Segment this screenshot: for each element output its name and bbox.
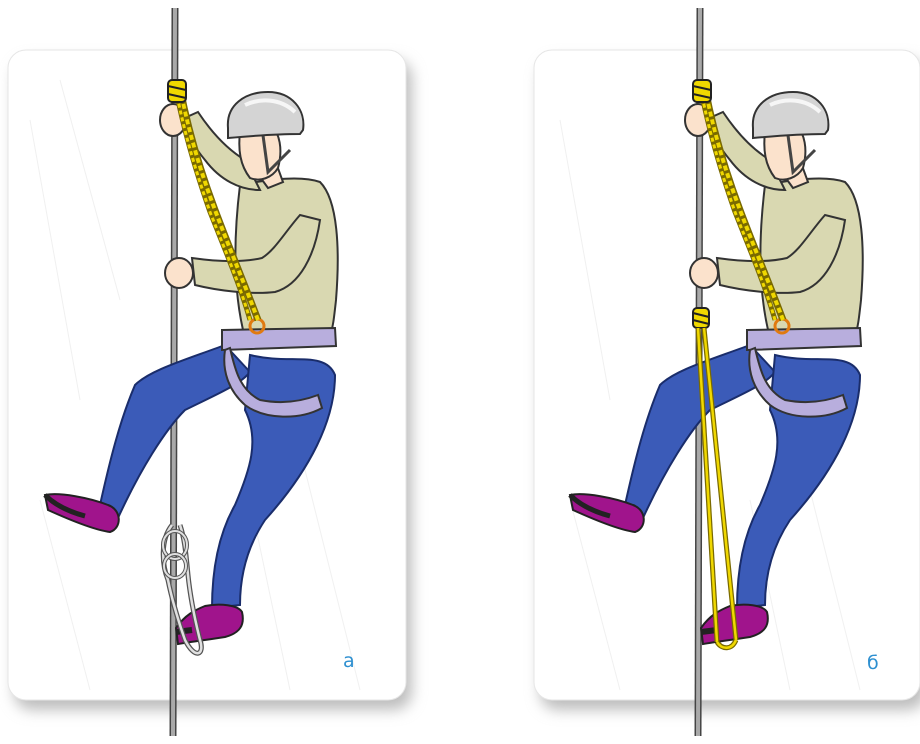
upper-knot	[693, 80, 711, 102]
harness-belt	[222, 328, 336, 350]
lower-hand	[165, 258, 193, 288]
lower-knot	[693, 308, 709, 328]
upper-knot	[168, 80, 186, 102]
climber-illustration-a	[0, 0, 460, 744]
panel-label-a: а	[343, 650, 355, 672]
lower-hand	[690, 258, 718, 288]
panel-b: б	[460, 0, 920, 744]
panel-a: а	[0, 0, 460, 744]
climber-illustration-b	[460, 0, 920, 744]
panel-label-b: б	[867, 652, 879, 674]
harness-belt	[747, 328, 861, 350]
